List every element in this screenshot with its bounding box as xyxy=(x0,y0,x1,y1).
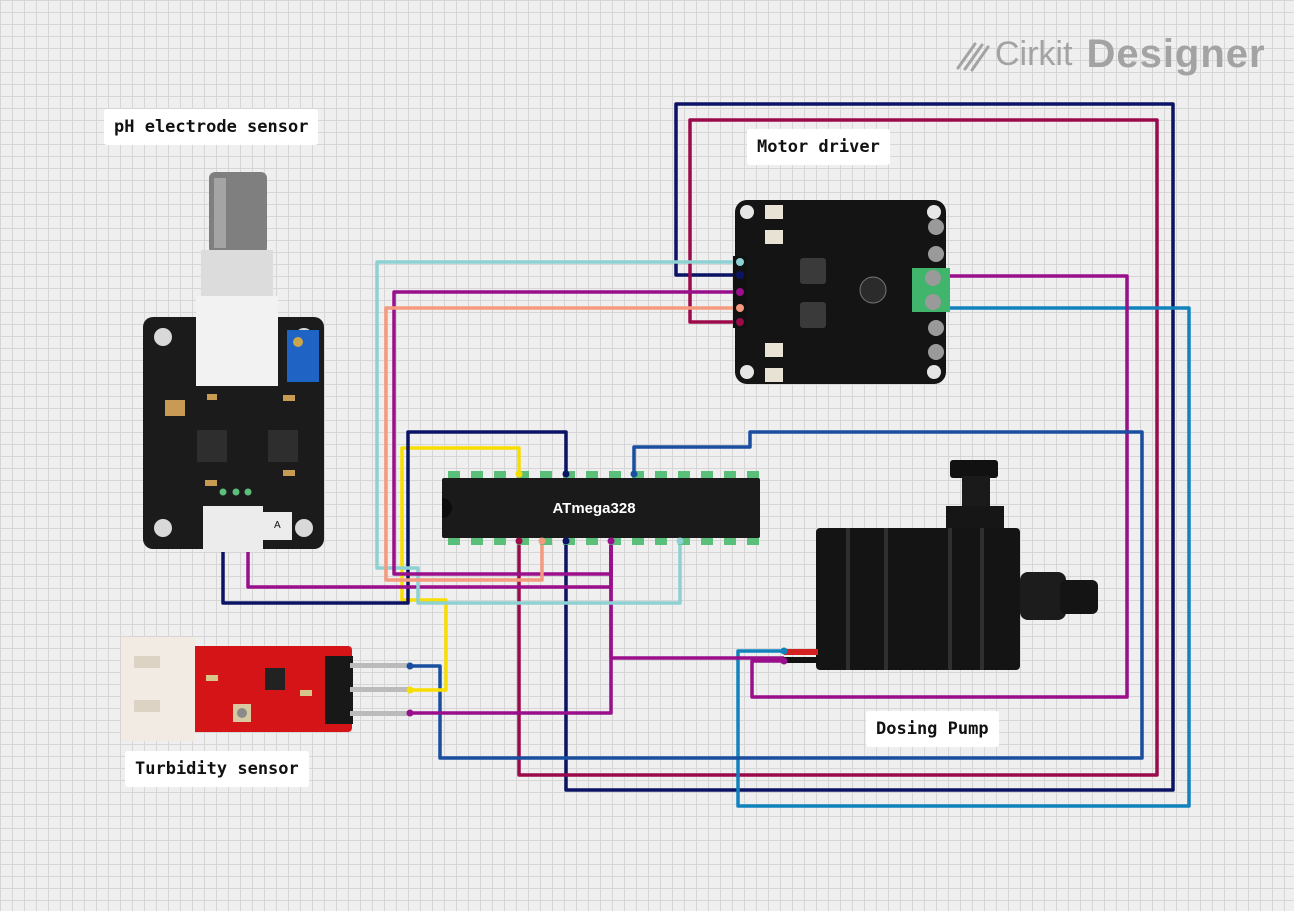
turbidity-sensor-label: Turbidity sensor xyxy=(125,751,309,787)
motor-driver-label: Motor driver xyxy=(747,129,890,165)
wire-maroon-driver-mcu xyxy=(517,118,1159,777)
cirkit-designer-logo: Cirkit Designer xyxy=(955,32,1266,77)
wire-blue-turbidity-mcu xyxy=(410,430,1144,760)
atmega328-chip[interactable]: ATmega328 xyxy=(442,470,760,546)
cirkit-logo-icon xyxy=(956,42,990,71)
dosing-pump[interactable] xyxy=(780,460,1099,670)
wire-yellow-turbidity-mcu xyxy=(400,446,521,692)
brand-suffix: Designer xyxy=(1086,32,1266,76)
wire-salmon-driver-mcu xyxy=(384,306,738,582)
wire-purple-mcu-pump xyxy=(609,541,784,660)
wire-purple-pump-driver xyxy=(750,274,1129,699)
ph-electrode-sensor[interactable]: A xyxy=(143,172,324,552)
turbidity-sensor[interactable] xyxy=(121,637,414,741)
ph-sensor-label: pH electrode sensor xyxy=(104,109,319,145)
wire-cyan-pump-driver xyxy=(736,306,1191,808)
brand-prefix: Cirkit xyxy=(995,35,1073,73)
wire-navy-driver-mcu xyxy=(564,102,1175,792)
wire-teal-driver-mcu xyxy=(375,260,738,605)
wire-purple-driver-mcu xyxy=(392,290,738,576)
wire-navy-ph-mcu xyxy=(221,430,568,605)
dosing-pump-label: Dosing Pump xyxy=(866,711,999,747)
motor-driver-board[interactable] xyxy=(733,200,950,384)
atmega328-label: ATmega328 xyxy=(552,500,635,517)
svg-text:A: A xyxy=(274,520,281,531)
